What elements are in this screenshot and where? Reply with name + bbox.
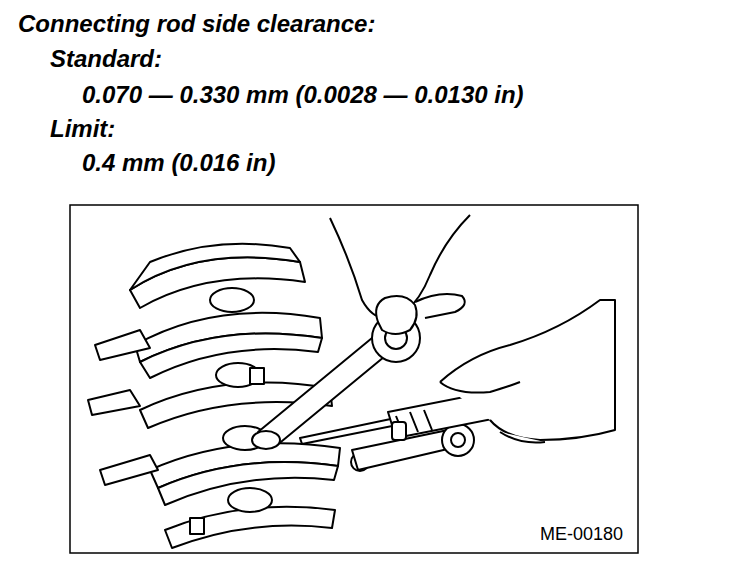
heading: Connecting rod side clearance: — [18, 12, 375, 36]
spec-value: 0.070 — 0.330 mm (0.0028 — 0.0130 in) — [82, 83, 524, 107]
spec-label: Limit: — [50, 117, 115, 141]
connecting-rods — [88, 314, 474, 485]
hand-right — [440, 300, 615, 443]
figure-frame — [70, 205, 638, 553]
hand-upper — [330, 215, 470, 334]
spec-value: 0.4 mm (0.016 in) — [82, 151, 275, 175]
spec-label: Standard: — [50, 47, 162, 71]
figure-code: ME-00180 — [538, 525, 625, 543]
